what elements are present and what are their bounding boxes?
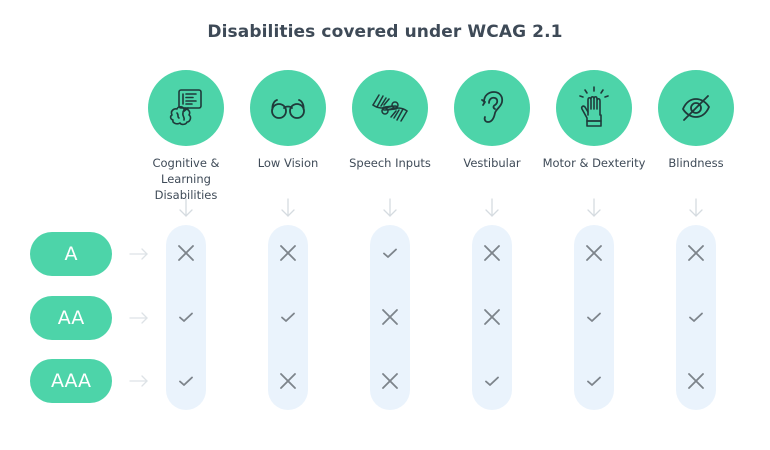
disability-vestibular: Vestibular <box>434 70 550 171</box>
check-icon <box>174 369 198 393</box>
cross-icon <box>684 369 708 393</box>
cross-icon <box>174 241 198 265</box>
check-icon <box>582 305 606 329</box>
label-line: Learning Disabilities <box>154 172 218 202</box>
motor-dexterity-label: Motor & Dexterity <box>536 155 652 171</box>
low-vision-label: Low Vision <box>230 155 346 171</box>
check-icon <box>276 305 300 329</box>
down-arrow-icon <box>179 198 193 217</box>
label-line: Cognitive & <box>152 156 220 170</box>
label-line: Low Vision <box>257 156 319 170</box>
level-aaa-badge: AAA <box>30 359 112 403</box>
cognitive-label: Cognitive & Learning Disabilities <box>128 155 244 203</box>
coverage-column-motor-dexterity <box>574 225 614 410</box>
cross-icon <box>480 305 504 329</box>
vestibular-circle <box>454 70 530 146</box>
cross-icon <box>378 305 402 329</box>
cross-icon <box>276 369 300 393</box>
down-arrow-icon <box>485 198 499 217</box>
cross-icon <box>684 241 708 265</box>
motor-dexterity-circle <box>556 70 632 146</box>
check-icon <box>174 305 198 329</box>
disability-motor-dexterity: Motor & Dexterity <box>536 70 652 171</box>
label-line: Vestibular <box>463 156 521 170</box>
sign-language-icon <box>372 94 408 122</box>
speech-inputs-label: Speech Inputs <box>332 155 448 171</box>
raised-hand-icon <box>579 86 609 127</box>
label-line: Blindness <box>668 156 724 170</box>
blindness-circle <box>658 70 734 146</box>
ear-icon <box>481 91 504 123</box>
right-arrow-icon <box>129 248 148 260</box>
down-arrow-icon <box>383 198 397 217</box>
disability-low-vision: Low Vision <box>230 70 346 171</box>
label-line: Motor & Dexterity <box>542 156 646 170</box>
cross-icon <box>276 241 300 265</box>
right-arrow-icon <box>129 375 148 387</box>
cross-icon <box>582 241 606 265</box>
cross-icon <box>378 369 402 393</box>
check-icon <box>684 305 708 329</box>
disability-speech-inputs: Speech Inputs <box>332 70 448 171</box>
level-a-badge: A <box>30 232 112 276</box>
check-icon <box>480 369 504 393</box>
coverage-column-blindness <box>676 225 716 410</box>
glasses-icon <box>271 99 305 119</box>
down-arrow-icon <box>281 198 295 217</box>
cross-icon <box>480 241 504 265</box>
page-title: Disabilities covered under WCAG 2.1 <box>207 22 563 42</box>
level-aa-badge: AA <box>30 296 112 340</box>
low-vision-circle <box>250 70 326 146</box>
label-line: Speech Inputs <box>349 156 431 170</box>
disability-cognitive: Cognitive & Learning Disabilities <box>128 70 244 203</box>
blindness-label: Blindness <box>638 155 754 171</box>
coverage-column-cognitive <box>166 225 206 410</box>
eye-slash-icon <box>682 95 710 121</box>
vestibular-label: Vestibular <box>434 155 550 171</box>
check-icon <box>582 369 606 393</box>
disability-blindness: Blindness <box>638 70 754 171</box>
down-arrow-icon <box>587 198 601 217</box>
brain-chat-icon <box>169 89 202 126</box>
down-arrow-icon <box>689 198 703 217</box>
speech-inputs-circle <box>352 70 428 146</box>
coverage-column-low-vision <box>268 225 308 410</box>
cognitive-circle <box>148 70 224 146</box>
right-arrow-icon <box>129 312 148 324</box>
check-icon <box>378 241 402 265</box>
